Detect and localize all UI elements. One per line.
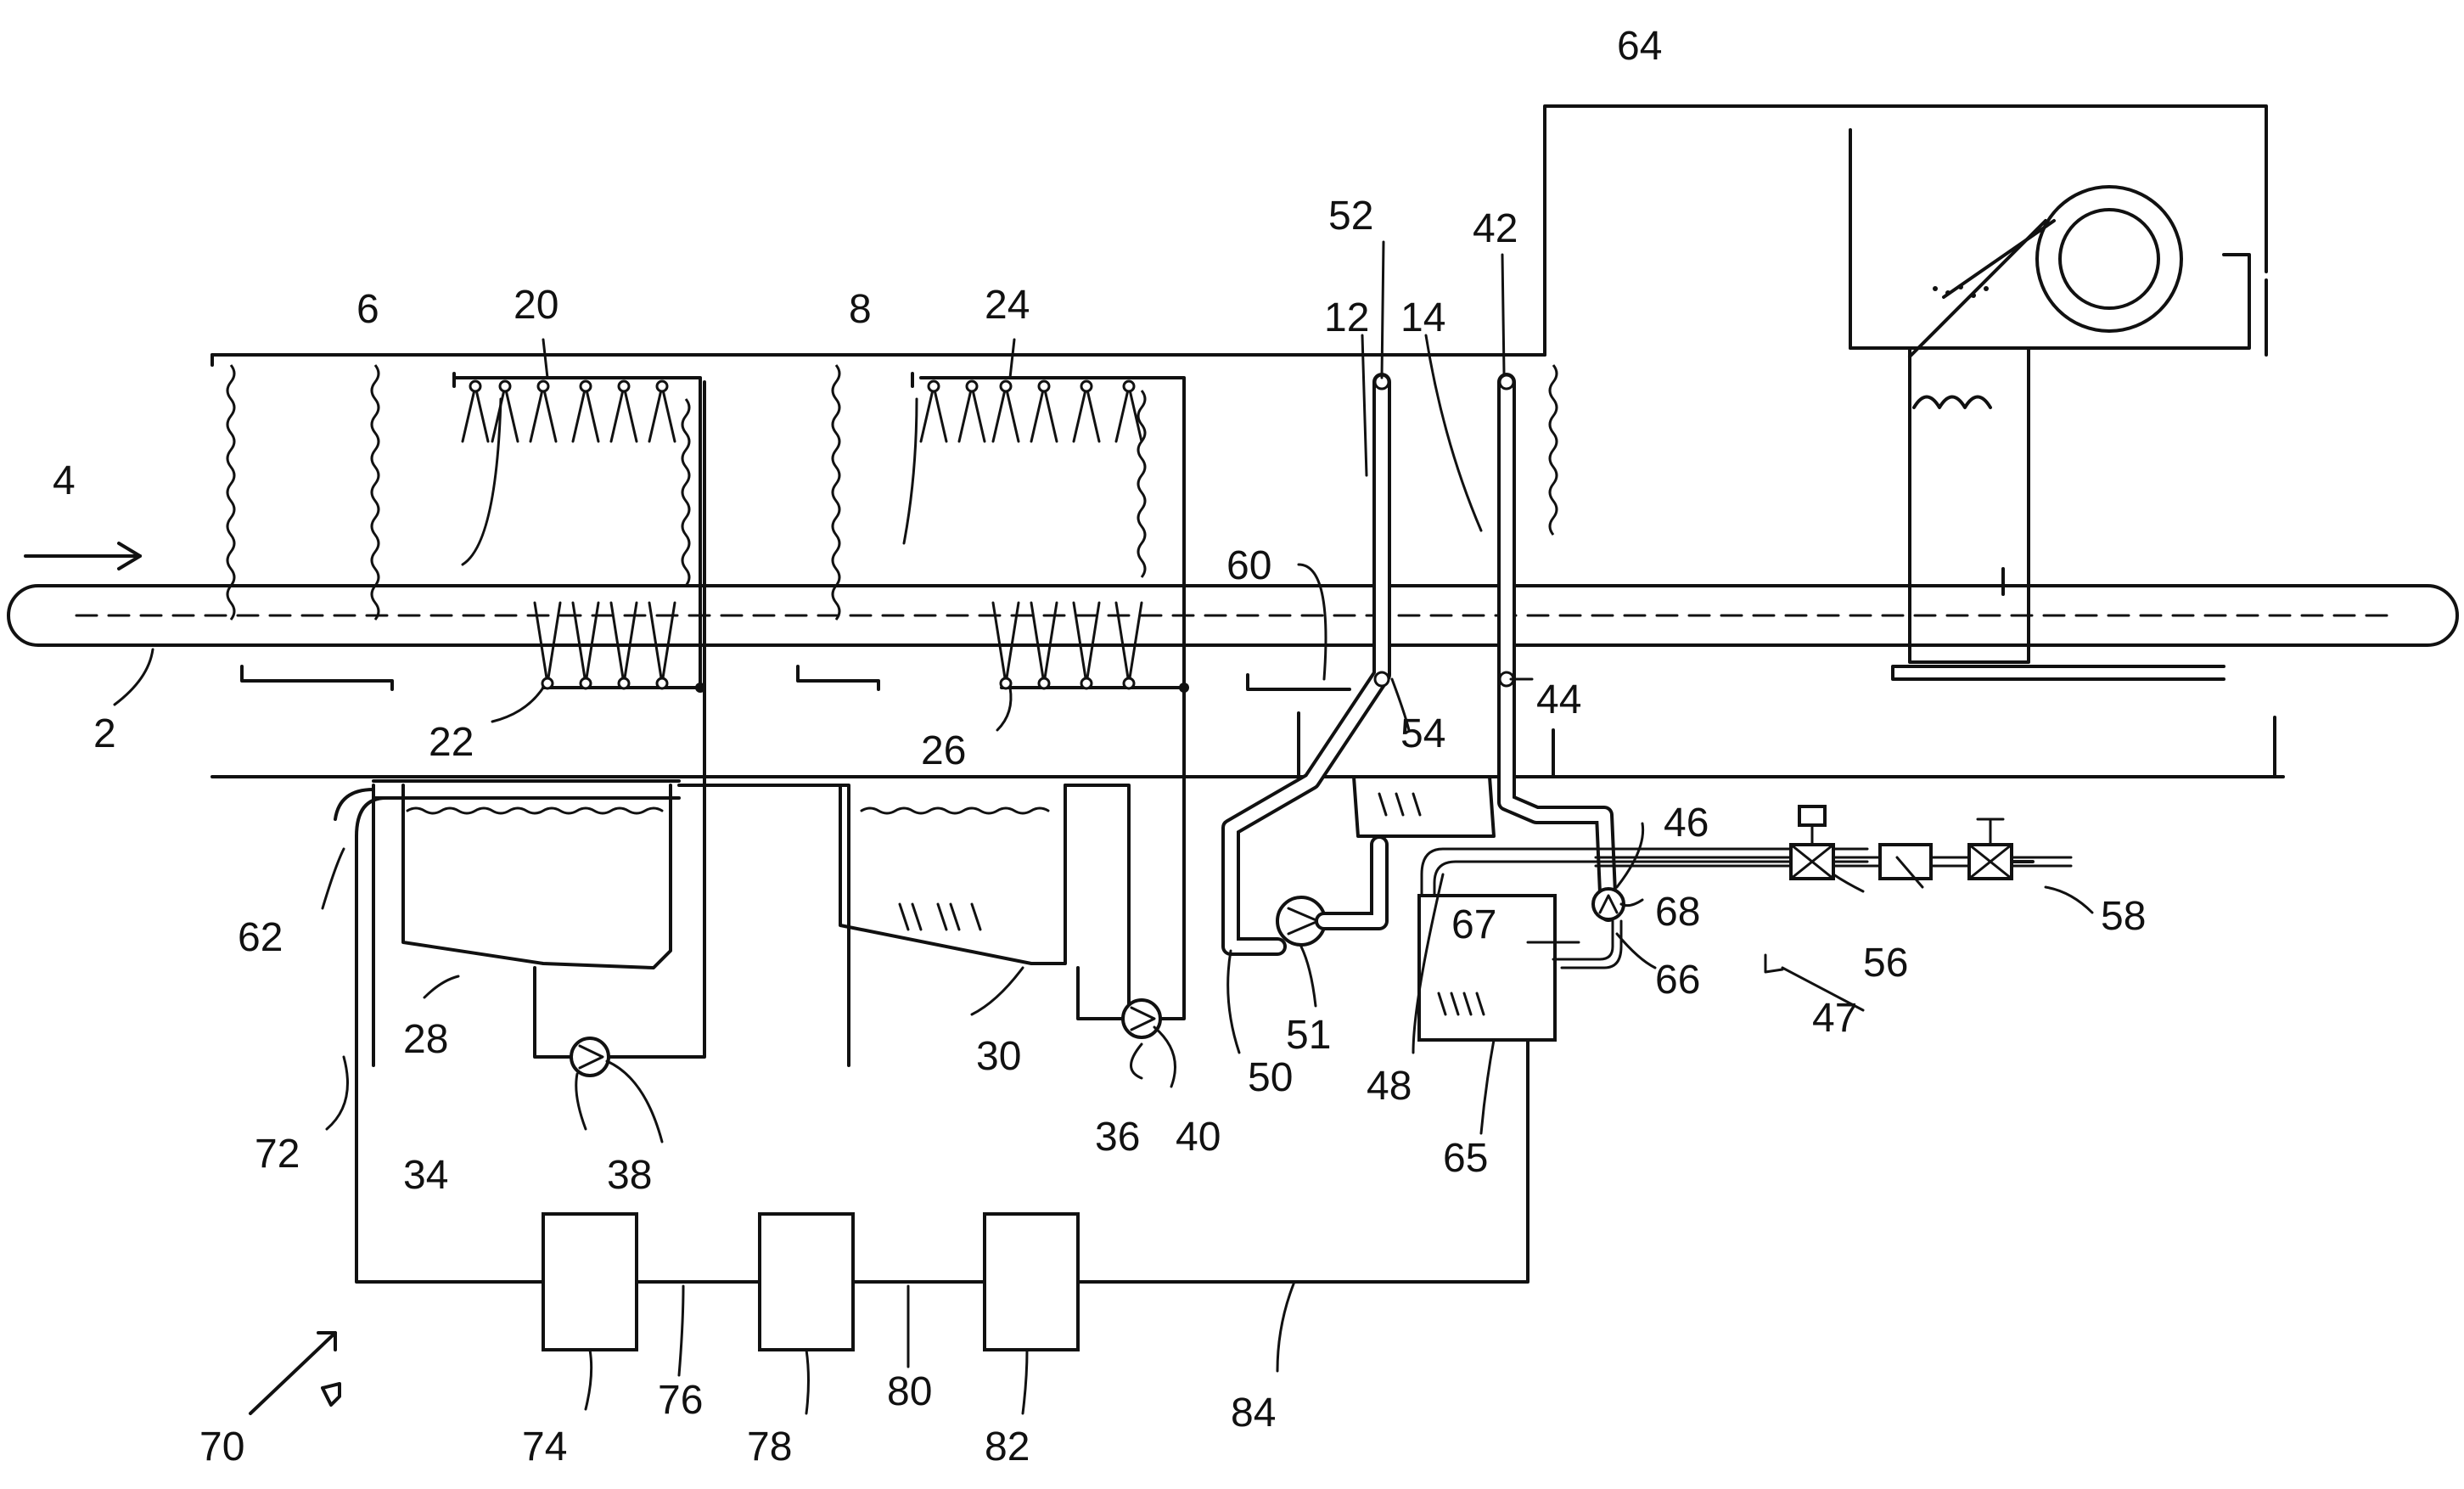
label-14: 14 [1400, 295, 1445, 340]
label-52: 52 [1328, 194, 1373, 239]
label-8: 8 [849, 287, 872, 332]
leader-lines [115, 242, 2092, 1413]
label-47: 47 [1812, 996, 1857, 1041]
label-58: 58 [2101, 894, 2146, 939]
label-54: 54 [1400, 711, 1445, 756]
label-82: 82 [985, 1424, 1030, 1469]
label-78: 78 [747, 1424, 792, 1469]
label-76: 76 [658, 1378, 703, 1423]
inlet-arrow [25, 543, 140, 569]
label-67: 67 [1451, 902, 1496, 947]
label-50: 50 [1248, 1055, 1293, 1100]
label-74: 74 [522, 1424, 567, 1469]
label-70: 70 [199, 1424, 244, 1469]
label-62: 62 [238, 915, 283, 960]
label-30: 30 [976, 1034, 1021, 1079]
label-22: 22 [429, 720, 474, 765]
label-36: 36 [1095, 1115, 1140, 1160]
label-68: 68 [1655, 890, 1700, 935]
conveyor-belt [8, 586, 2457, 645]
label-46: 46 [1664, 801, 1709, 846]
label-60: 60 [1226, 543, 1271, 588]
label-28: 28 [403, 1017, 448, 1062]
label-56: 56 [1863, 941, 1908, 986]
label-2: 2 [93, 711, 116, 756]
curtains [227, 365, 1557, 620]
label-80: 80 [887, 1369, 932, 1414]
label-26: 26 [921, 728, 966, 773]
label-48: 48 [1367, 1064, 1412, 1109]
label-42: 42 [1473, 206, 1518, 251]
label-4: 4 [53, 458, 76, 503]
label-84: 84 [1231, 1391, 1276, 1436]
label-64: 64 [1617, 24, 1662, 69]
label-40: 40 [1176, 1115, 1221, 1160]
label-38: 38 [607, 1153, 652, 1198]
dryer-64 [1850, 187, 2249, 679]
reference-numerals: 2 4 6 20 8 24 12 52 14 42 64 60 54 44 22… [53, 24, 2146, 1469]
label-12: 12 [1324, 295, 1369, 340]
label-20: 20 [514, 283, 558, 328]
label-6: 6 [356, 287, 379, 332]
label-65: 65 [1443, 1136, 1488, 1181]
label-51: 51 [1286, 1013, 1331, 1058]
label-34: 34 [403, 1153, 448, 1198]
label-24: 24 [985, 283, 1030, 328]
label-66: 66 [1655, 958, 1700, 1003]
label-72: 72 [255, 1132, 300, 1177]
label-44: 44 [1536, 677, 1581, 722]
